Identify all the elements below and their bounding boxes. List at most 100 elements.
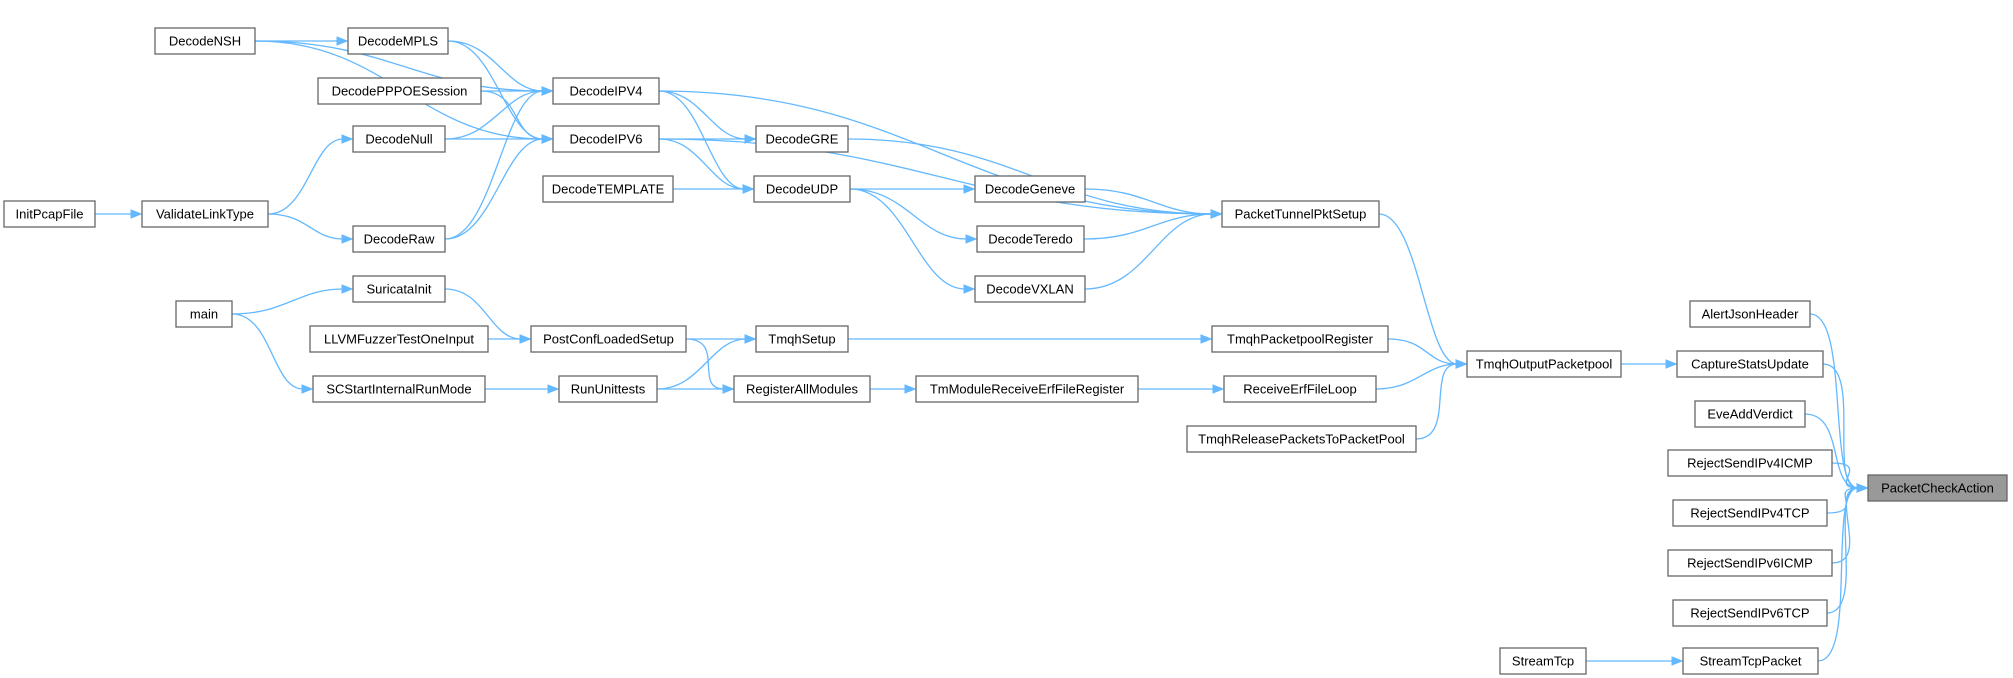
- edge-line: [658, 90, 1213, 215]
- node-decode-template[interactable]: DecodeTEMPLATE: [542, 175, 674, 203]
- node-decode-udp[interactable]: DecodeUDP: [753, 175, 851, 203]
- node-packet-check-action[interactable]: PacketCheckAction: [1867, 474, 2008, 502]
- graph-nodes: PacketCheckAction AlertJsonHeaderCaptureS…: [3, 27, 2008, 675]
- edge-arrowhead: [963, 184, 976, 194]
- node-decode-geneve[interactable]: DecodeGeneve: [974, 175, 1086, 203]
- node-init-pcap-file[interactable]: InitPcapFile: [3, 200, 96, 228]
- edge-arrowhead: [541, 134, 554, 144]
- edge-tmqh-release-packets-to-packet-pool-to-tmqh-output-packetpool: [1415, 359, 1468, 440]
- edge-line: [1387, 338, 1458, 365]
- node-box: [352, 225, 446, 253]
- node-label: DecodeGeneve: [985, 182, 1075, 197]
- edge-decode-ipv6-to-decode-gre: [659, 134, 757, 144]
- node-eve-add-verdict[interactable]: EveAddVerdict: [1694, 400, 1806, 428]
- node-decode-teredo[interactable]: DecodeTeredo: [976, 225, 1085, 253]
- node-decode-null[interactable]: DecodeNull: [352, 125, 446, 153]
- node-label: InitPcapFile: [16, 207, 84, 222]
- node-label: LLVMFuzzerTestOneInput: [324, 332, 474, 347]
- node-sc-start-internal-run-mode[interactable]: SCStartInternalRunMode: [312, 375, 486, 403]
- node-register-all-modules[interactable]: RegisterAllModules: [733, 375, 871, 403]
- node-alert-json-header[interactable]: AlertJsonHeader: [1689, 300, 1811, 328]
- node-packet-tunnel-pkt-setup[interactable]: PacketTunnelPktSetup: [1221, 200, 1380, 228]
- node-decode-mpls[interactable]: DecodeMPLS: [347, 27, 449, 55]
- edge-arrowhead: [965, 234, 978, 244]
- edge-arrowhead: [1200, 334, 1213, 344]
- edge-arrowhead: [519, 334, 532, 344]
- node-capture-stats-update[interactable]: CaptureStatsUpdate: [1676, 350, 1824, 378]
- node-label: ValidateLinkType: [156, 207, 254, 222]
- graph-edges: [95, 36, 1869, 666]
- node-label: PostConfLoadedSetup: [543, 332, 674, 347]
- node-tmqh-packetpool-register[interactable]: TmqhPacketpoolRegister: [1211, 325, 1389, 353]
- node-stream-tcp[interactable]: StreamTcp: [1499, 647, 1587, 675]
- edge-line: [1375, 363, 1458, 390]
- node-reject-send-i-pv6-tcp[interactable]: RejectSendIPv6TCP: [1672, 599, 1828, 627]
- edge-decode-null-to-decode-ipv6: [445, 134, 554, 144]
- edge-line: [444, 138, 544, 240]
- node-run-unittests[interactable]: RunUnittests: [558, 375, 658, 403]
- edge-init-pcap-file-to-validate-link-type: [95, 209, 143, 219]
- node-box: [347, 27, 449, 55]
- node-reject-send-i-pv4-tcp[interactable]: RejectSendIPv4TCP: [1672, 499, 1828, 527]
- edge-line: [1378, 213, 1458, 365]
- edge-arrowhead: [1856, 483, 1869, 493]
- edge-sc-start-internal-run-mode-to-run-unittests: [485, 384, 560, 394]
- node-decode-pppoe-session[interactable]: DecodePPPOESession: [317, 77, 482, 105]
- edge-line: [231, 288, 344, 315]
- edge-line: [231, 313, 304, 390]
- node-tmqh-setup[interactable]: TmqhSetup: [755, 325, 849, 353]
- node-box: [974, 275, 1086, 303]
- node-decode-ipv4[interactable]: DecodeIPV4: [552, 77, 660, 105]
- node-receive-erf-file-loop[interactable]: ReceiveErfFileLoop: [1223, 375, 1377, 403]
- node-box: [753, 175, 851, 203]
- node-tm-module-receive-erf-file-register[interactable]: TmModuleReceiveErfFileRegister: [915, 375, 1139, 403]
- node-tmqh-output-packetpool[interactable]: TmqhOutputPacketpool: [1466, 350, 1622, 378]
- node-box: [976, 225, 1085, 253]
- node-stream-tcp-packet[interactable]: StreamTcpPacket: [1682, 647, 1819, 675]
- node-label: RegisterAllModules: [746, 382, 858, 397]
- node-decode-raw[interactable]: DecodeRaw: [352, 225, 446, 253]
- edge-tm-module-receive-erf-file-register-to-receive-erf-file-loop: [1138, 384, 1225, 394]
- node-suricata-init[interactable]: SuricataInit: [352, 275, 446, 303]
- edge-line: [658, 138, 1213, 215]
- edge-line: [1804, 413, 1859, 489]
- node-box: [1689, 300, 1811, 328]
- edge-decode-udp-to-decode-geneve: [849, 184, 976, 194]
- node-decode-gre[interactable]: DecodeGRE: [755, 125, 849, 153]
- node-label: TmqhReleasePacketsToPacketPool: [1198, 432, 1405, 447]
- node-label: main: [190, 307, 218, 322]
- edge-packet-tunnel-pkt-setup-to-tmqh-output-packetpool: [1378, 213, 1468, 369]
- node-validate-link-type[interactable]: ValidateLinkType: [141, 200, 269, 228]
- node-decode-nsh[interactable]: DecodeNSH: [154, 27, 256, 55]
- edge-line: [1822, 363, 1859, 489]
- edge-arrowhead: [1671, 656, 1684, 666]
- node-main[interactable]: main: [175, 300, 233, 328]
- node-reject-send-i-pv4-icmp[interactable]: RejectSendIPv4ICMP: [1667, 449, 1833, 477]
- node-reject-send-i-pv6-icmp[interactable]: RejectSendIPv6ICMP: [1667, 549, 1833, 577]
- edge-arrowhead: [1210, 209, 1223, 219]
- node-label: RejectSendIPv6ICMP: [1687, 556, 1813, 571]
- node-box: [154, 27, 256, 55]
- edge-arrowhead: [1455, 359, 1468, 369]
- edge-arrowhead: [301, 384, 314, 394]
- node-post-conf-loaded-setup[interactable]: PostConfLoadedSetup: [530, 325, 687, 353]
- node-box: [558, 375, 658, 403]
- node-label: RejectSendIPv4TCP: [1690, 506, 1809, 521]
- edge-line: [1415, 363, 1458, 440]
- edge-arrowhead: [341, 234, 354, 244]
- node-label: DecodeTeredo: [988, 232, 1073, 247]
- edge-arrowhead: [541, 86, 554, 96]
- node-box: [1676, 350, 1824, 378]
- edge-line: [685, 338, 725, 390]
- edge-line: [444, 288, 522, 340]
- node-box: [1682, 647, 1819, 675]
- node-box: [915, 375, 1139, 403]
- node-decode-vxlan[interactable]: DecodeVXLAN: [974, 275, 1086, 303]
- node-decode-ipv6[interactable]: DecodeIPV6: [552, 125, 660, 153]
- node-llvm-fuzzer-test-one-input[interactable]: LLVMFuzzerTestOneInput: [309, 325, 489, 353]
- edge-decode-ipv6-to-packet-tunnel-pkt-setup: [658, 138, 1223, 219]
- node-tmqh-release-packets-to-packet-pool[interactable]: TmqhReleasePacketsToPacketPool: [1186, 425, 1417, 453]
- edge-line: [444, 90, 544, 140]
- node-label: PacketTunnelPktSetup: [1235, 207, 1367, 222]
- node-label: DecodePPPOESession: [332, 84, 468, 99]
